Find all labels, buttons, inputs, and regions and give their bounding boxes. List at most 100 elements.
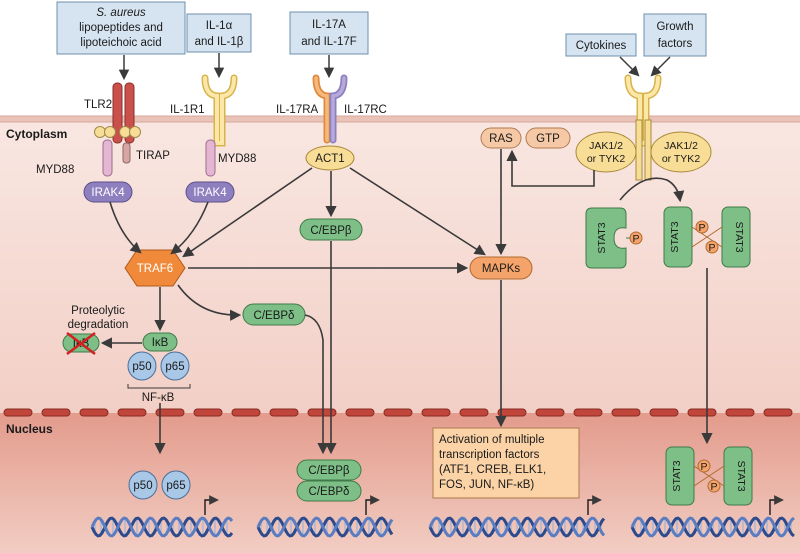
nuclear-nfkb: p50 p65 xyxy=(128,470,191,500)
dna-strands xyxy=(90,516,795,538)
il1r1-receptor xyxy=(201,74,238,177)
svg-text:JAK1/2: JAK1/2 xyxy=(664,140,698,152)
svg-text:Cytokines: Cytokines xyxy=(576,40,627,52)
svg-text:factors: factors xyxy=(658,38,693,50)
myd88-right-label: MYD88 xyxy=(218,153,256,165)
nuclear-pore-segment xyxy=(535,408,565,417)
svg-text:JAK1/2: JAK1/2 xyxy=(589,140,623,152)
svg-text:GTP: GTP xyxy=(536,133,560,145)
il17ra-label: IL-17RA xyxy=(276,104,319,116)
ligand-cytokines: Cytokines xyxy=(565,33,637,57)
dna-strand xyxy=(630,516,795,538)
svg-text:TRAF6: TRAF6 xyxy=(137,263,173,275)
tirap-label: TIRAP xyxy=(136,150,170,162)
nucleus-label: Nucleus xyxy=(6,422,53,436)
stat3-dimer: STAT3 STAT3 P P xyxy=(663,206,751,268)
transcription-factors-box: Activation of multiple transcription fac… xyxy=(432,427,580,499)
svg-text:STAT3: STAT3 xyxy=(669,221,681,252)
svg-text:lipopeptides and: lipopeptides and xyxy=(79,22,163,34)
svg-text:P: P xyxy=(708,242,715,254)
cytoplasm-label: Cytoplasm xyxy=(6,127,67,141)
il17rc-label: IL-17RC xyxy=(344,104,387,116)
ligand-growth-factors: Growth factors xyxy=(643,13,707,57)
ras-gtp: RAS GTP xyxy=(480,127,571,149)
tlr2-label: TLR2 xyxy=(84,99,112,111)
nuclear-pore-segment xyxy=(3,408,33,417)
dna-strand xyxy=(256,516,394,538)
svg-text:p65: p65 xyxy=(166,480,185,492)
nuclear-pore-segment xyxy=(459,408,489,417)
myd88-left-label: MYD88 xyxy=(36,164,74,176)
svg-text:C/EBPβ: C/EBPβ xyxy=(308,465,350,477)
svg-text:IRAK4: IRAK4 xyxy=(193,187,227,199)
pathway-arrows xyxy=(100,149,713,455)
svg-text:IRAK4: IRAK4 xyxy=(91,187,125,199)
irak4-right: IRAK4 xyxy=(185,181,235,203)
nuclear-pore-segment xyxy=(231,408,261,417)
traf6-node: TRAF6 xyxy=(124,249,186,287)
nuclear-pore-segment xyxy=(611,408,641,417)
nuclear-pore-segment xyxy=(193,408,223,417)
svg-text:P: P xyxy=(698,222,705,234)
svg-text:IL-17A: IL-17A xyxy=(312,19,346,31)
svg-text:Activation of multiple: Activation of multiple xyxy=(439,434,544,446)
jak-right: JAK1/2 or TYK2 xyxy=(650,131,712,173)
svg-text:or TYK2: or TYK2 xyxy=(587,153,625,165)
nuclear-pore-segment xyxy=(269,408,299,417)
svg-text:C/EBPδ: C/EBPδ xyxy=(309,486,350,498)
svg-text:S. aureus: S. aureus xyxy=(96,7,145,19)
proteolytic-label-2: degradation xyxy=(68,319,129,331)
svg-text:FOS, JUN, NF-κB): FOS, JUN, NF-κB) xyxy=(439,479,534,491)
svg-text:STAT3: STAT3 xyxy=(671,460,683,491)
ligand-arrows xyxy=(118,53,671,81)
svg-text:(ATF1, CREB, ELK1,: (ATF1, CREB, ELK1, xyxy=(439,464,546,476)
ligand-il1: IL-1α and IL-1β xyxy=(186,13,252,53)
nuclear-pore-segment xyxy=(763,408,793,417)
ligand-saureus: S. aureus lipopeptides and lipoteichoic … xyxy=(56,1,186,55)
nuclear-pore-segment xyxy=(79,408,109,417)
dna-strand xyxy=(630,516,795,538)
nuclear-pore-segment xyxy=(345,408,375,417)
dna-strand xyxy=(90,516,234,538)
svg-text:C/EBPδ: C/EBPδ xyxy=(254,310,295,322)
cytokine-receptor xyxy=(624,74,662,181)
svg-text:lipoteichoic acid: lipoteichoic acid xyxy=(80,37,161,49)
stat3-monomer: STAT3 P xyxy=(585,207,643,269)
svg-text:p65: p65 xyxy=(165,361,184,373)
nuclear-pore-segment xyxy=(649,408,679,417)
svg-text:p50: p50 xyxy=(132,361,151,373)
nuclear-pore-segment xyxy=(155,408,185,417)
il17-receptor xyxy=(312,74,348,144)
nuclear-pore-segment xyxy=(687,408,717,417)
tlr2-receptor xyxy=(94,82,141,177)
ligand-il17: IL-17A and IL-17F xyxy=(289,11,369,55)
svg-text:IκB: IκB xyxy=(152,337,169,349)
svg-text:RAS: RAS xyxy=(489,133,513,145)
nuclear-pore-segment xyxy=(573,408,603,417)
svg-text:STAT3: STAT3 xyxy=(733,221,745,252)
nuclear-envelope xyxy=(3,408,793,417)
nuclear-pore-segment xyxy=(725,408,755,417)
nuclear-pore-segment xyxy=(421,408,451,417)
irak4-left: IRAK4 xyxy=(83,181,133,203)
cebpd-node: C/EBPδ xyxy=(242,303,306,326)
act1-node: ACT1 xyxy=(305,145,355,171)
svg-text:ACT1: ACT1 xyxy=(315,153,344,165)
svg-text:MAPKs: MAPKs xyxy=(482,263,521,275)
svg-text:and IL-17F: and IL-17F xyxy=(301,36,357,48)
nuclear-pore-segment xyxy=(383,408,413,417)
svg-text:STAT3: STAT3 xyxy=(596,222,608,253)
nuclear-pore-segment xyxy=(41,408,71,417)
svg-text:P: P xyxy=(710,481,717,493)
ikb-nfkb-complex: IκB p50 p65 NF-κB xyxy=(127,332,191,404)
svg-text:P: P xyxy=(700,461,707,473)
svg-text:NF-κB: NF-κB xyxy=(142,392,175,404)
nuclear-stat3-dimer: STAT3 STAT3 P P xyxy=(665,446,753,506)
mapks-node: MAPKs xyxy=(469,256,533,280)
transcription-start-arrows xyxy=(204,495,784,515)
svg-text:and IL-1β: and IL-1β xyxy=(195,36,244,48)
nuclear-pore-segment xyxy=(117,408,147,417)
svg-text:or TYK2: or TYK2 xyxy=(662,153,700,165)
